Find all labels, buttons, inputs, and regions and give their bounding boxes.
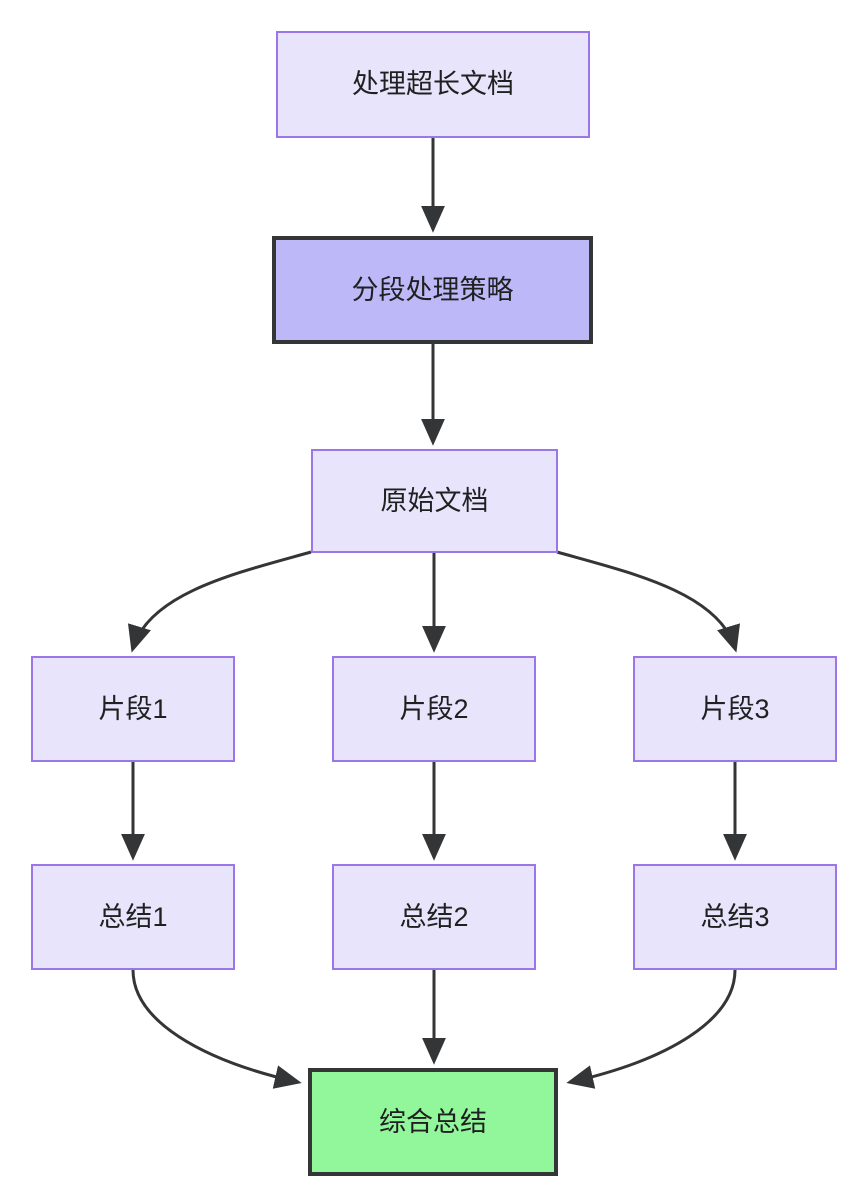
node-source-document[interactable]: 原始文档 bbox=[311, 449, 558, 553]
node-fragment-1[interactable]: 片段1 bbox=[31, 656, 235, 762]
node-summary-3[interactable]: 总结3 bbox=[633, 864, 837, 970]
node-source-document-label: 原始文档 bbox=[380, 485, 489, 516]
node-summary-3-label: 总结3 bbox=[700, 901, 770, 932]
edge-summary-3-to-final-summary bbox=[566, 969, 737, 1089]
node-chunk-strategy-label: 分段处理策略 bbox=[351, 274, 514, 305]
edge-summary-1-to-final-summary bbox=[131, 969, 302, 1089]
node-final-summary-label: 综合总结 bbox=[379, 1106, 487, 1137]
node-long-document-label: 处理超长文档 bbox=[352, 69, 514, 100]
node-final-summary[interactable]: 综合总结 bbox=[308, 1068, 558, 1176]
node-summary-1-label: 总结1 bbox=[98, 901, 168, 932]
node-fragment-2[interactable]: 片段2 bbox=[332, 656, 536, 762]
node-long-document[interactable]: 处理超长文档 bbox=[276, 31, 590, 138]
node-chunk-strategy[interactable]: 分段处理策略 bbox=[272, 236, 593, 344]
node-fragment-3[interactable]: 片段3 bbox=[633, 656, 837, 762]
node-fragment-1-label: 片段1 bbox=[98, 693, 168, 724]
node-fragment-2-label: 片段2 bbox=[399, 693, 469, 724]
node-summary-1[interactable]: 总结1 bbox=[31, 864, 235, 970]
edge-source-document-to-fragment-3 bbox=[556, 550, 740, 653]
edge-source-document-to-fragment-1 bbox=[128, 550, 312, 653]
node-summary-2-label: 总结2 bbox=[399, 901, 469, 932]
node-summary-2[interactable]: 总结2 bbox=[332, 864, 536, 970]
node-fragment-3-label: 片段3 bbox=[700, 693, 770, 724]
